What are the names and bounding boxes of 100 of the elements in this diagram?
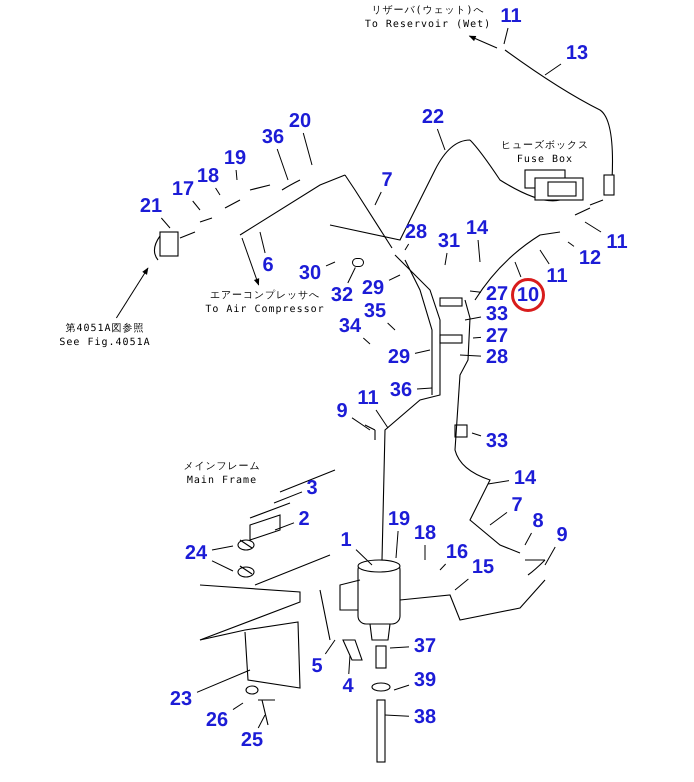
note-text: Main Frame [186,474,258,488]
callout-number: 6 [259,254,277,276]
leader-line [404,244,410,250]
callout-number: 24 [181,542,211,564]
leader-line [348,654,350,674]
callout-number: 36 [258,126,288,148]
note-text: To Reservoir (Wet) [364,18,492,32]
note-text: エアーコンプレッサへ [210,289,320,303]
leader-line [414,350,430,354]
callout-number: 11 [602,231,632,253]
callout-number: 28 [482,346,512,368]
callout-number: 19 [220,147,250,169]
leader-line [396,530,399,558]
leader-line [490,512,508,526]
leader-line [212,560,234,572]
leader-line [387,322,396,330]
callout-number: 1 [337,529,355,551]
callout-number: 31 [434,230,464,252]
leader-line [232,702,244,710]
callout-number: 8 [529,510,547,532]
leader-line [514,262,522,278]
note-text: To Air Compressor [205,303,325,317]
leader-line [568,242,574,247]
note-text: リザーバ(ウェット)へ [371,4,485,18]
callout-number: 7 [508,494,526,516]
leader-line [274,522,294,530]
leader-line [376,410,388,428]
callout-number: 13 [562,42,592,64]
leader-line [544,64,562,76]
leader-line [478,240,480,262]
callout-number: 7 [378,169,396,191]
callout-number: 14 [462,217,492,239]
leader-line [215,188,220,196]
note-text: Fuse Box [516,153,574,167]
leader-line [388,274,400,281]
leader-line [464,316,482,320]
callout-number: 11 [542,265,572,287]
callout-number: 37 [410,635,440,657]
callout-number: 5 [308,655,326,677]
leader-line [192,200,200,210]
callout-number: 14 [510,467,540,489]
note-text: 第4051A図参照 [65,322,145,336]
leader-line [544,546,556,566]
leader-line [584,222,602,232]
leader-line [390,646,410,648]
leader-line [352,417,370,430]
leader-line [160,218,170,228]
callout-number: 39 [410,669,440,691]
leader-line [436,128,446,150]
callout-number: 3 [303,477,321,499]
callout-number: 29 [358,277,388,299]
callout-number: 4 [339,675,357,697]
callout-number: 11 [496,5,526,27]
leader-line [302,132,312,166]
callout-number: 22 [418,106,448,128]
callout-number: 28 [401,221,431,243]
note-text: ヒューズボックス [501,139,589,153]
callout-number: 2 [295,508,313,530]
leader-line [454,578,469,590]
callout-number: 32 [327,284,357,306]
leader-line [212,546,234,550]
callout-number: 11 [353,387,383,409]
leader-line [326,262,336,266]
callout-number: 9 [333,400,351,422]
leader-line [444,252,448,266]
leader-line [260,232,266,254]
callout-number: 36 [386,379,416,401]
leader-line [472,336,482,338]
leader-line [394,684,410,690]
leader-line [524,532,532,546]
leader-line [196,670,250,693]
callout-number: 38 [410,706,440,728]
leader-line [356,549,372,566]
leader-line [236,170,238,180]
leader-line [324,640,336,654]
leader-line [488,480,510,484]
leader-line [416,388,432,390]
callout-number: 27 [482,283,512,305]
leader-line [374,192,382,206]
leader-line [460,354,482,357]
callout-number: 23 [166,688,196,710]
callout-number: 29 [384,346,414,368]
circled-callout-number: 10 [511,278,545,312]
callout-number: 33 [482,430,512,452]
leader-line [258,714,266,728]
leader-line [276,148,288,180]
leader-line [470,290,482,293]
arrow [116,267,148,318]
leader-line [472,432,482,436]
callout-number: 33 [482,303,512,325]
leader-line [362,338,370,344]
callout-number: 9 [553,524,571,546]
leader-line [540,250,550,264]
callout-number: 12 [575,247,605,269]
callout-number: 27 [482,325,512,347]
leader-line [424,544,426,560]
leader-line [440,564,446,570]
leader-line [504,28,508,44]
arrow [468,36,498,48]
leader-line [274,491,302,504]
